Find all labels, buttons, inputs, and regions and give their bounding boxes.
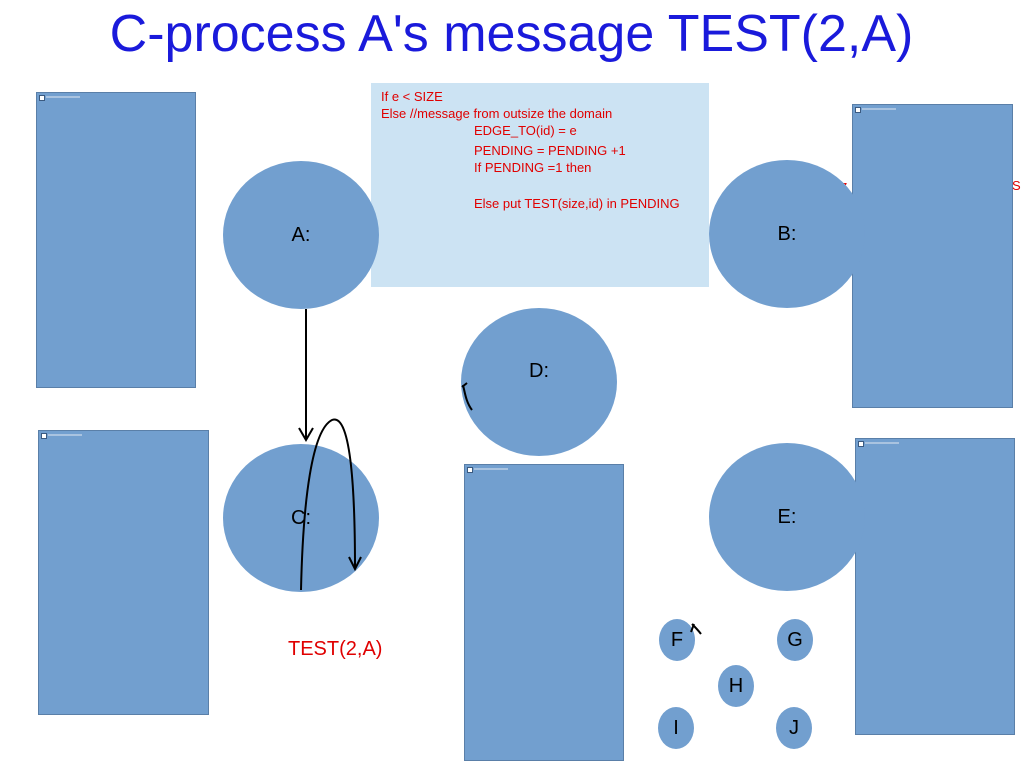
panel-window-icon <box>855 107 861 113</box>
pseudocode-line: If e < SIZE <box>381 89 443 104</box>
node-label: I <box>673 716 679 739</box>
panel-caption-bar <box>474 468 508 470</box>
panel-top-right <box>852 104 1013 408</box>
pseudocode-line: If PENDING =1 then <box>474 160 592 175</box>
node-j: J <box>776 707 812 749</box>
panel-top-left <box>36 92 196 388</box>
node-i: I <box>658 707 694 749</box>
node-label: B: <box>777 222 797 245</box>
panel-bottom-right <box>855 438 1015 735</box>
node-label: E: <box>777 505 797 528</box>
node-b: B: <box>709 160 865 308</box>
panel-caption-bar <box>862 108 896 110</box>
node-label: A: <box>291 223 311 246</box>
message-label: TEST(2,A) <box>288 638 383 660</box>
node-label: H <box>728 674 744 697</box>
panel-caption-bar <box>865 442 899 444</box>
panel-bottom-center <box>464 464 624 761</box>
node-label: C: <box>291 506 311 529</box>
overflow-text-fragment: S <box>1012 178 1021 193</box>
node-label: G <box>787 628 803 651</box>
pseudocode-box: If e < SIZE Else //message from outsize … <box>371 83 709 287</box>
node-c: C: <box>223 444 379 592</box>
pseudocode-line: Else //message from outsize the domain <box>381 106 613 121</box>
pseudocode-line: PENDING = PENDING +1 <box>474 143 626 158</box>
node-label: D: <box>529 359 549 382</box>
node-label: F <box>670 628 684 651</box>
arrowhead-down <box>298 427 314 442</box>
panel-window-icon <box>467 467 473 473</box>
panel-caption-bar <box>48 434 82 436</box>
pseudocode-line: Else put TEST(size,id) in PENDING <box>474 196 680 211</box>
panel-window-icon <box>858 441 864 447</box>
node-e: E: <box>709 443 865 591</box>
panel-bottom-left <box>38 430 209 715</box>
panel-window-icon <box>41 433 47 439</box>
node-h: H <box>718 665 754 707</box>
node-g: G <box>777 619 813 661</box>
panel-caption-bar <box>46 96 80 98</box>
node-d: D: <box>461 308 617 456</box>
pseudocode-line: EDGE_TO(id) = e <box>474 123 577 138</box>
node-a: A: <box>223 161 379 309</box>
panel-window-icon <box>39 95 45 101</box>
node-f: F <box>659 619 695 661</box>
node-label: J <box>789 716 799 739</box>
slide-title: C-process A's message TEST(2,A) <box>109 5 914 63</box>
